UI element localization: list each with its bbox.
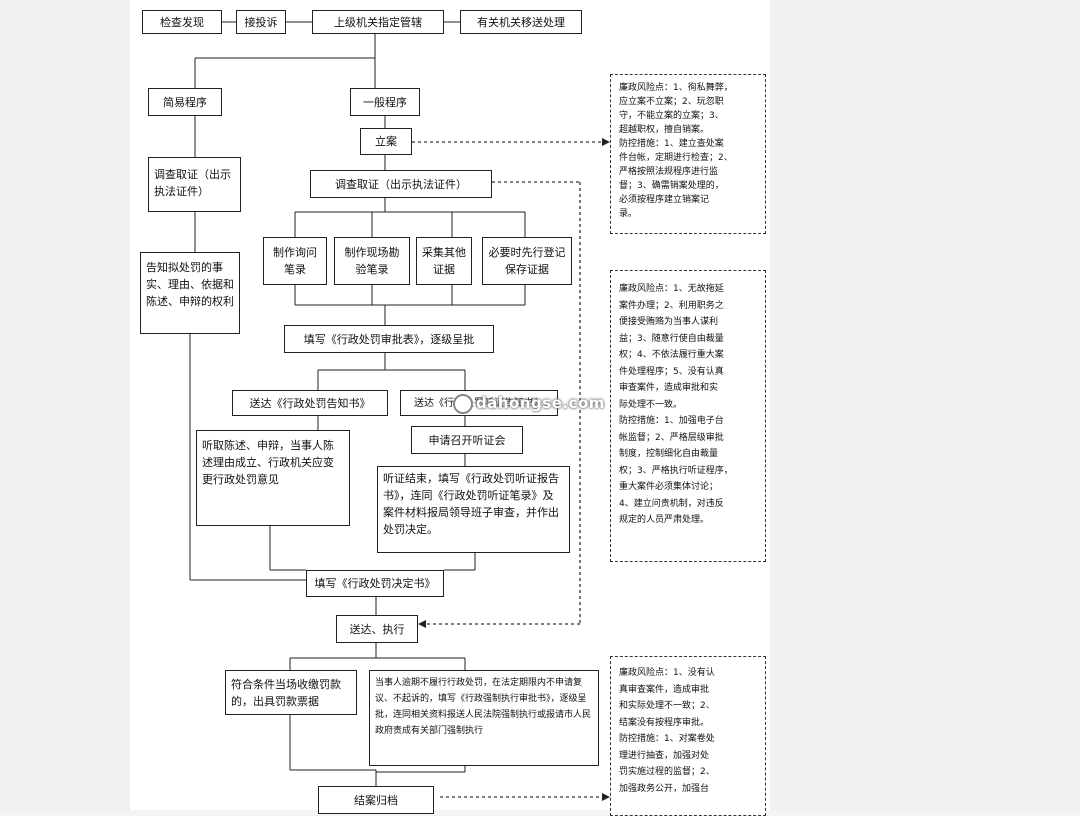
notice-delivery: 送达《行政处罚告知书》: [232, 390, 388, 416]
risk-note-filing-text: 廉政风险点：1、徇私舞弊， 应立案不立案；2、玩忽职守，不能立案的立案；3、超越职…: [619, 81, 757, 221]
risk-note-filing: 廉政风险点：1、徇私舞弊， 应立案不立案；2、玩忽职守，不能立案的立案；3、超越职…: [610, 74, 766, 234]
risk-note-line: 规定的人员严肃处理。: [619, 515, 710, 525]
forced-execution: 当事人逾期不履行行政处罚，在法定期限内不申请复议、不起诉的，填写《行政强制执行审…: [369, 670, 599, 766]
page-margin-left: [0, 0, 130, 810]
hearing-conclusion-label: 听证结束，填写《行政处罚听证报告书》，连同《行政处罚听证笔录》及案件材料报局领导…: [383, 472, 559, 536]
close-archive: 结案归档: [318, 786, 434, 814]
site-inspection-label: 制作现场勘验笔录: [344, 246, 400, 276]
on-site-fine-label: 符合条件当场收缴罚款的，出具罚款票据: [231, 678, 341, 708]
simple-investigate: 调查取证（出示执法证件）: [148, 157, 241, 212]
approval-form-label: 填写《行政处罚审批表》，逐级呈批: [303, 332, 475, 346]
risk-note-line: 加强政务公开，加强台: [619, 783, 710, 794]
source-transferred: 有关机关移送处理: [460, 10, 582, 34]
risk-note-line: 案件办理；2、利用职务之: [619, 300, 724, 311]
preserve-evidence-label: 必要时先行登记保存证据: [488, 246, 566, 276]
risk-note-line: 防控措施：1、建立查处案: [619, 139, 724, 149]
source-superior-assigned: 上级机关指定管辖: [312, 10, 444, 34]
inquiry-record: 制作询问笔录: [263, 237, 327, 285]
general-investigate: 调查取证（出示执法证件）: [310, 170, 492, 198]
inquiry-record-label: 制作询问笔录: [273, 246, 317, 276]
decision-form-label: 填写《行政处罚决定书》: [314, 577, 436, 590]
risk-note-line: 审查案件，造成审批和实: [619, 383, 719, 393]
hearing-conclusion: 听证结束，填写《行政处罚听证报告书》，连同《行政处罚听证笔录》及案件材料报局领导…: [377, 466, 570, 553]
deliver-execute: 送达、执行: [336, 615, 418, 643]
risk-note-approval-text: 廉政风险点：1、无故拖延案件办理；2、利用职务之便接受贿赂为当事人谋利益；3、随…: [619, 281, 757, 529]
risk-note-line: 录。: [619, 209, 638, 219]
filing-label: 立案: [375, 135, 397, 148]
risk-note-line: 防控措施：1、对案卷处: [619, 734, 715, 744]
collect-evidence: 采集其他证据: [416, 237, 472, 285]
risk-note-line: 罚实施过程的监督；2、: [619, 767, 715, 777]
risk-note-line: 结案没有按程序审批。: [619, 717, 710, 728]
source-transferred-label: 有关机关移送处理: [477, 15, 565, 29]
risk-note-line: 重大案件必须集体讨论；: [619, 482, 719, 492]
risk-note-line: 4、建立问责机制，对违反: [619, 498, 724, 509]
forced-execution-label: 当事人逾期不履行行政处罚，在法定期限内不申请复议、不起诉的，填写《行政强制执行审…: [375, 678, 592, 736]
watermark-logo-icon: [453, 394, 473, 414]
risk-note-line: 权；4、不依法履行重大案: [619, 350, 724, 360]
hearing-request: 申请召开听证会: [411, 426, 523, 454]
risk-note-line: 守，不能立案的立案；3、: [619, 111, 724, 121]
risk-note-closing-text: 廉政风险点：1、没有认真审查案件，造成审批和实际处理不一致；2、结案没有按程序审…: [619, 665, 757, 797]
simple-investigate-label: 调查取证（出示执法证件）: [154, 168, 231, 198]
source-complaint: 接投诉: [236, 10, 286, 34]
on-site-fine: 符合条件当场收缴罚款的，出具罚款票据: [225, 670, 357, 715]
risk-note-line: 权；3、严格执行听证程序，: [619, 465, 733, 476]
risk-note-line: 廉政风险点：1、没有认: [619, 668, 715, 678]
risk-note-closing: 廉政风险点：1、没有认真审查案件，造成审批和实际处理不一致；2、结案没有按程序审…: [610, 656, 766, 816]
risk-note-line: 严格按照法规程序进行监: [619, 167, 719, 177]
notice-delivery-label: 送达《行政处罚告知书》: [249, 396, 371, 410]
general-procedure-label: 一般程序: [363, 95, 407, 109]
risk-note-line: 件处理程序；5、没有认真: [619, 366, 724, 377]
risk-note-line: 益；3、随意行使自由裁量: [619, 333, 724, 344]
collect-evidence-label: 采集其他证据: [422, 246, 466, 276]
site-inspection-record: 制作现场勘验笔录: [334, 237, 410, 285]
source-inspection-label: 检查发现: [160, 15, 204, 29]
risk-note-line: 和实际处理不一致；2、: [619, 701, 715, 711]
risk-note-line: 超越职权，擅自销案。: [619, 125, 710, 135]
source-inspection: 检查发现: [142, 10, 222, 34]
statement-defense-label: 听取陈述、申辩，当事人陈述理由成立、行政机关应变更行政处罚意见: [202, 439, 334, 486]
risk-note-line: 防控措施：1、加强电子台: [619, 416, 724, 426]
risk-note-line: 制度，控制细化自由裁量: [619, 449, 719, 459]
risk-note-line: 帐监督；2、严格层级审批: [619, 432, 724, 443]
risk-note-line: 理进行抽查，加强对处: [619, 750, 710, 761]
decision-form: 填写《行政处罚决定书》: [306, 570, 444, 597]
risk-note-line: 真审查案件，造成审批: [619, 684, 710, 695]
page-margin-right: [770, 0, 1080, 810]
statement-defense: 听取陈述、申辩，当事人陈述理由成立、行政机关应变更行政处罚意见: [196, 430, 350, 526]
risk-note-line: 便接受贿赂为当事人谋利: [619, 317, 719, 327]
hearing-request-label: 申请召开听证会: [428, 433, 506, 447]
close-archive-label: 结案归档: [354, 793, 398, 807]
source-superior-label: 上级机关指定管辖: [334, 15, 422, 29]
simple-procedure-label: 简易程序: [163, 95, 207, 109]
risk-note-approval: 廉政风险点：1、无故拖延案件办理；2、利用职务之便接受贿赂为当事人谋利益；3、随…: [610, 270, 766, 562]
risk-note-line: 际处理不一致。: [619, 399, 683, 410]
general-procedure: 一般程序: [350, 88, 420, 116]
approval-form: 填写《行政处罚审批表》，逐级呈批: [284, 325, 494, 353]
simple-procedure: 简易程序: [148, 88, 222, 116]
watermark-text: dahongse.com: [476, 394, 605, 412]
risk-note-line: 廉政风险点：1、徇私舞弊，: [619, 83, 733, 93]
risk-note-line: 督；3、确需销案处理的，: [619, 181, 724, 191]
risk-note-line: 应立案不立案；2、玩忽职: [619, 97, 724, 107]
hearing-notice-label: 送达《行政处罚听证告知书》: [414, 397, 544, 409]
risk-note-line: 廉政风险点：1、无故拖延: [619, 284, 724, 294]
deliver-execute-label: 送达、执行: [349, 622, 405, 636]
filing: 立案: [360, 128, 412, 155]
general-investigate-label: 调查取证（出示执法证件）: [335, 177, 467, 191]
preserve-evidence: 必要时先行登记保存证据: [482, 237, 572, 285]
source-complaint-label: 接投诉: [244, 15, 278, 29]
risk-note-line: 必须按程序建立销案记: [619, 195, 710, 205]
simple-inform-label: 告知拟处罚的事实、理由、依据和陈述、申辩的权利: [146, 261, 234, 308]
risk-note-line: 件台帐，定期进行检查；2、: [619, 153, 733, 163]
simple-inform: 告知拟处罚的事实、理由、依据和陈述、申辩的权利: [140, 252, 240, 334]
hearing-notice-delivery: 送达《行政处罚听证告知书》: [400, 390, 558, 416]
